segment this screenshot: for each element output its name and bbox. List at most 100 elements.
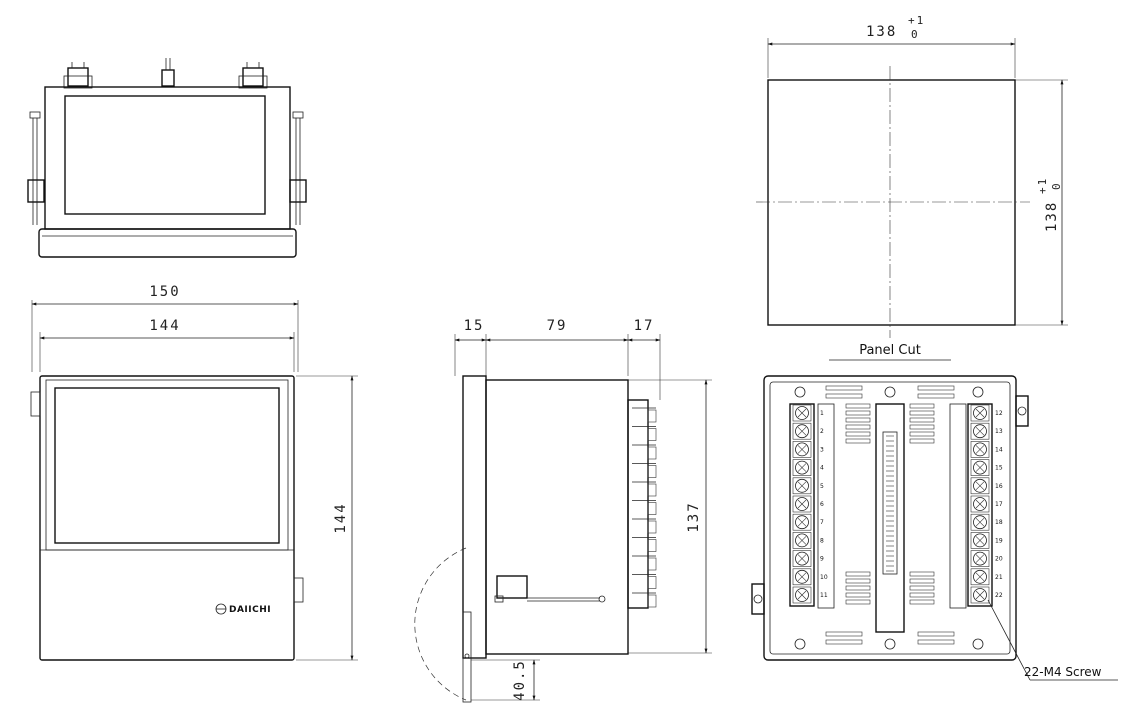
side-door-latch bbox=[496, 575, 528, 599]
rear-terminal-strip-left bbox=[789, 403, 815, 607]
vent-slot bbox=[825, 639, 863, 645]
terminal-screw-icon bbox=[973, 478, 987, 493]
terminal-number: 14 bbox=[995, 446, 1003, 453]
terminal-2: 2 bbox=[792, 422, 824, 440]
terminal-screw-icon bbox=[973, 460, 987, 475]
vent-slot bbox=[909, 585, 935, 591]
terminal-number: 5 bbox=[820, 483, 824, 490]
terminal-number: 12 bbox=[995, 410, 1003, 417]
terminal-screw-icon bbox=[795, 551, 809, 566]
terminal-9: 9 bbox=[792, 550, 824, 567]
vent-slot bbox=[917, 639, 955, 645]
screw-note-leader bbox=[987, 599, 1031, 681]
vent-slot bbox=[845, 585, 871, 591]
terminal-number: 10 bbox=[820, 574, 828, 581]
terminal-22: 22 bbox=[970, 586, 1003, 604]
terminal-5: 5 bbox=[792, 477, 824, 495]
terminal-screw-icon bbox=[973, 406, 987, 420]
terminal-4: 4 bbox=[792, 459, 824, 476]
vent-slot bbox=[845, 592, 871, 598]
vent-slot bbox=[917, 393, 955, 399]
terminal-19: 19 bbox=[970, 532, 1003, 549]
vent-slot bbox=[909, 578, 935, 584]
dim-label-40-5: 40.5 bbox=[512, 659, 528, 701]
door-open-position bbox=[462, 611, 472, 703]
terminal-screw-icon bbox=[973, 424, 987, 439]
terminal-11: 11 bbox=[792, 586, 828, 604]
terminal-number: 13 bbox=[995, 428, 1003, 435]
tol-upper-cut-width: +1 bbox=[908, 14, 925, 27]
top-view-bezel bbox=[38, 228, 297, 258]
terminal-screw-icon bbox=[795, 424, 809, 439]
terminal-screw-icon bbox=[973, 515, 987, 530]
vent-slot bbox=[909, 410, 935, 416]
vent-slot bbox=[845, 424, 871, 430]
brand-logo-icon bbox=[215, 603, 227, 615]
rear-connector-pins bbox=[886, 435, 894, 572]
vent-slot bbox=[909, 403, 935, 409]
rear-latch-top bbox=[1015, 395, 1029, 427]
tol-lower-cut-width: 0 bbox=[911, 28, 920, 41]
tol-lower-cut-height: 0 bbox=[1050, 181, 1063, 190]
terminal-number: 6 bbox=[820, 501, 824, 508]
panel-cut-view: 138 +1 0 138 +1 0 Panel Cut bbox=[756, 14, 1068, 361]
terminal-21: 21 bbox=[970, 568, 1003, 586]
top-connector-right bbox=[238, 62, 268, 89]
dim-label-17: 17 bbox=[634, 318, 655, 334]
terminal-number: 7 bbox=[820, 519, 824, 526]
terminal-screw-icon bbox=[973, 497, 987, 511]
terminal-screw-icon bbox=[795, 478, 809, 493]
mounting-bracket-right bbox=[289, 111, 307, 225]
top-view bbox=[27, 58, 307, 258]
side-terminal-block bbox=[627, 399, 649, 609]
vent-slot bbox=[909, 599, 935, 605]
vent-slot bbox=[909, 592, 935, 598]
dim-label-15: 15 bbox=[464, 318, 485, 334]
terminal-8: 8 bbox=[792, 532, 824, 549]
dim-label-137: 137 bbox=[686, 501, 702, 532]
terminal-screw-icon bbox=[795, 460, 809, 475]
vent-slot bbox=[909, 417, 935, 423]
dim-label-144-width: 144 bbox=[149, 318, 180, 334]
terminal-12: 12 bbox=[970, 404, 1003, 422]
front-latch-left bbox=[30, 391, 41, 417]
side-terminal-ribs bbox=[632, 407, 657, 608]
rear-latch-bottom bbox=[751, 583, 765, 615]
terminal-number: 11 bbox=[820, 592, 828, 599]
rear-terminal-strip-right bbox=[967, 403, 993, 607]
top-view-body bbox=[44, 86, 291, 230]
vent-slot bbox=[825, 385, 863, 391]
mounting-bracket-left bbox=[27, 111, 45, 225]
terminal-screw-icon bbox=[795, 442, 809, 457]
terminal-13: 13 bbox=[970, 422, 1003, 440]
side-terminal-screw bbox=[647, 483, 657, 497]
terminal-screw-icon bbox=[795, 588, 809, 602]
terminal-number: 19 bbox=[995, 537, 1003, 544]
vent-slot bbox=[845, 599, 871, 605]
terminal-15: 15 bbox=[970, 459, 1003, 476]
terminal-number: 1 bbox=[820, 410, 824, 417]
terminal-screw-icon bbox=[973, 588, 987, 602]
terminal-screw-icon bbox=[795, 533, 809, 548]
vent-slot bbox=[845, 571, 871, 577]
vent-slot bbox=[825, 631, 863, 637]
front-latch-right bbox=[293, 577, 304, 603]
vent-slot bbox=[845, 438, 871, 444]
terminal-number: 15 bbox=[995, 465, 1003, 472]
terminal-screw-icon bbox=[795, 515, 809, 530]
brand-logo-text: DAIICHI bbox=[229, 605, 271, 615]
side-bezel bbox=[462, 375, 487, 659]
terminal-screw-icon bbox=[973, 533, 987, 548]
terminal-screw-icon bbox=[795, 569, 809, 584]
rear-corner-screws bbox=[794, 386, 984, 650]
terminal-number: 16 bbox=[995, 483, 1003, 490]
vent-slot bbox=[909, 571, 935, 577]
rear-center-connector bbox=[875, 403, 905, 633]
side-terminal-screw bbox=[647, 594, 657, 608]
terminal-number: 21 bbox=[995, 574, 1003, 581]
terminal-16: 16 bbox=[970, 477, 1003, 495]
top-connector-left bbox=[63, 62, 93, 89]
